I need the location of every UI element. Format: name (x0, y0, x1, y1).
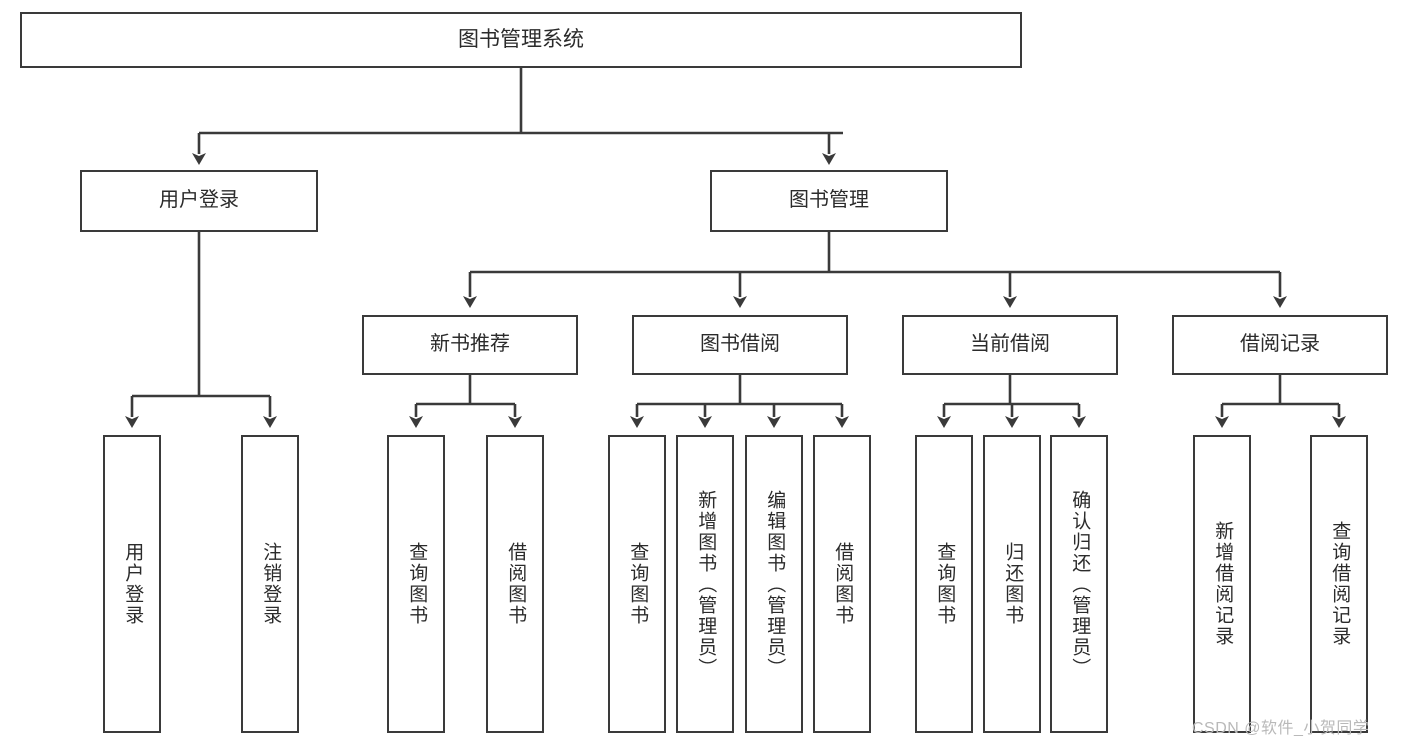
node-label: 新书推荐 (430, 333, 510, 356)
leaf-label: 新增借阅记录 (1212, 521, 1234, 647)
node-root-label: 图书管理系统 (458, 27, 584, 51)
node-book-borrow[interactable]: 图书借阅 (632, 315, 848, 375)
leaf-node[interactable]: 查询借阅记录 (1310, 435, 1368, 733)
leaf-label: 借阅图书 (832, 542, 854, 626)
leaf-node[interactable]: 借阅图书 (486, 435, 544, 733)
leaf-label: 注销登录 (260, 542, 282, 626)
node-user-login[interactable]: 用户登录 (80, 170, 318, 232)
leaf-label: 查询图书 (934, 542, 956, 626)
leaf-label: 归还图书 (1002, 542, 1024, 626)
node-label: 图书借阅 (700, 333, 780, 356)
node-label: 借阅记录 (1240, 333, 1320, 356)
leaf-node[interactable]: 查询图书 (608, 435, 666, 733)
leaf-label: 新增图书（管理员） (695, 489, 717, 679)
node-new-book-recommend[interactable]: 新书推荐 (362, 315, 578, 375)
node-book-management[interactable]: 图书管理 (710, 170, 948, 232)
leaf-node[interactable]: 用户登录 (103, 435, 161, 733)
leaf-node[interactable]: 查询图书 (387, 435, 445, 733)
node-borrow-record[interactable]: 借阅记录 (1172, 315, 1388, 375)
leaf-node[interactable]: 归还图书 (983, 435, 1041, 733)
leaf-label: 用户登录 (122, 542, 144, 626)
leaf-node[interactable]: 注销登录 (241, 435, 299, 733)
leaf-label: 查询图书 (627, 542, 649, 626)
node-label: 当前借阅 (970, 333, 1050, 356)
leaf-label: 编辑图书（管理员） (764, 489, 786, 679)
node-label: 图书管理 (789, 189, 869, 212)
leaf-label: 查询图书 (406, 542, 428, 626)
leaf-node[interactable]: 新增图书（管理员） (676, 435, 734, 733)
leaf-label: 确认归还（管理员） (1069, 489, 1091, 679)
node-label: 用户登录 (159, 189, 239, 212)
leaf-label: 借阅图书 (505, 542, 527, 626)
leaf-node[interactable]: 查询图书 (915, 435, 973, 733)
node-current-borrow[interactable]: 当前借阅 (902, 315, 1118, 375)
node-root[interactable]: 图书管理系统 (20, 12, 1022, 68)
leaf-node[interactable]: 新增借阅记录 (1193, 435, 1251, 733)
leaf-label: 查询借阅记录 (1329, 521, 1351, 647)
leaf-node[interactable]: 确认归还（管理员） (1050, 435, 1108, 733)
csdn-watermark: CSDN @软件_小贺同学 (1192, 720, 1370, 737)
leaf-node[interactable]: 借阅图书 (813, 435, 871, 733)
leaf-node[interactable]: 编辑图书（管理员） (745, 435, 803, 733)
